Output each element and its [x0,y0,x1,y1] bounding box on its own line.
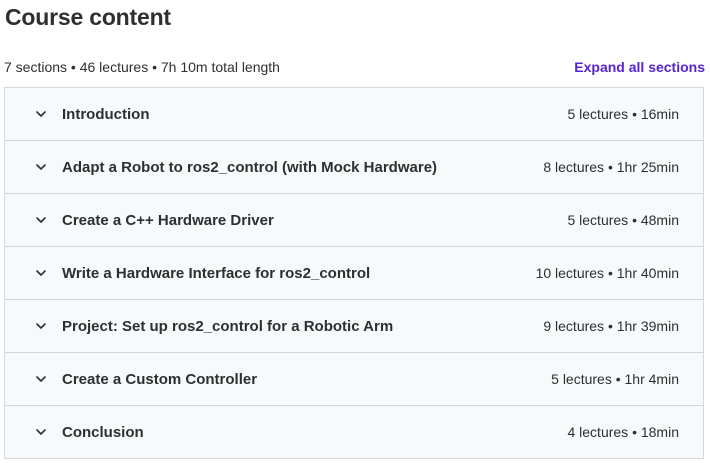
section-item-robotic-arm-project[interactable]: Project: Set up ros2_control for a Robot… [5,300,703,353]
section-meta: 10 lectures • 1hr 40min [535,265,679,281]
section-item-conclusion[interactable]: Conclusion 4 lectures • 18min [5,406,703,458]
section-item-adapt-robot[interactable]: Adapt a Robot to ros2_control (with Mock… [5,141,703,194]
section-meta: 5 lectures • 1hr 4min [551,371,679,387]
expand-all-sections-button[interactable]: Expand all sections [574,59,705,75]
section-item-introduction[interactable]: Introduction 5 lectures • 16min [5,88,703,141]
section-item-custom-controller[interactable]: Create a Custom Controller 5 lectures • … [5,353,703,406]
section-meta: 5 lectures • 16min [567,106,679,122]
section-title: Create a C++ Hardware Driver [62,211,274,229]
section-meta: 5 lectures • 48min [567,212,679,228]
chevron-down-icon [35,108,47,120]
section-title: Project: Set up ros2_control for a Robot… [62,317,394,335]
section-title: Write a Hardware Interface for ros2_cont… [62,264,371,282]
course-meta-row: 7 sections • 46 lectures • 7h 10m total … [4,57,705,77]
section-title: Introduction [62,105,150,123]
section-meta: 4 lectures • 18min [567,424,679,440]
section-item-hardware-driver[interactable]: Create a C++ Hardware Driver 5 lectures … [5,194,703,247]
section-title: Adapt a Robot to ros2_control (with Mock… [62,158,438,176]
chevron-down-icon [35,161,47,173]
course-summary: 7 sections • 46 lectures • 7h 10m total … [4,59,280,75]
section-title: Create a Custom Controller [62,370,258,388]
section-meta: 9 lectures • 1hr 39min [543,318,679,334]
chevron-down-icon [35,267,47,279]
chevron-down-icon [35,214,47,226]
chevron-down-icon [35,373,47,385]
section-item-hardware-interface[interactable]: Write a Hardware Interface for ros2_cont… [5,247,703,300]
chevron-down-icon [35,426,47,438]
section-meta: 8 lectures • 1hr 25min [543,159,679,175]
chevron-down-icon [35,320,47,332]
section-list: Introduction 5 lectures • 16min Adapt a … [4,87,704,459]
page-title: Course content [5,4,171,30]
section-title: Conclusion [62,423,144,441]
